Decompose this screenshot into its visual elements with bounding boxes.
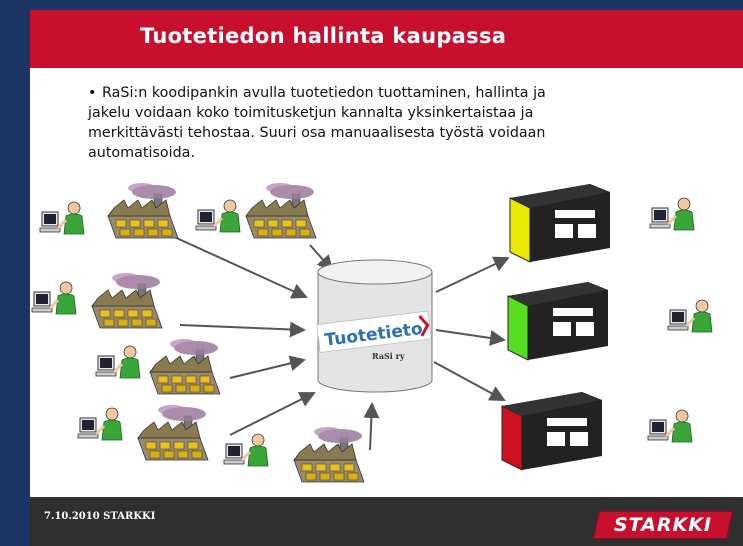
store-red [501, 392, 602, 471]
title-bar: Tuotetiedon hallinta kaupassa [30, 10, 743, 68]
bullet-line-3: merkittävästi tehostaa. Suuri osa manuaa… [88, 125, 546, 141]
bullet-line-1: •RaSi:n koodipankin avulla tuotetiedon t… [88, 85, 546, 101]
arrows-out [433, 256, 510, 401]
database-cylinder: Tuotetieto RaSi ry [316, 259, 433, 393]
arrows-in [169, 234, 380, 451]
slide-title: Tuotetiedon hallinta kaupassa [140, 24, 507, 48]
starkki-logo: STARKKI [593, 511, 733, 539]
footer: 7.10.2010 STARKKI STARKKI [30, 497, 743, 546]
slide: Tuotetiedon hallinta kaupassa •RaSi:n ko… [30, 10, 743, 546]
store-yellow [509, 184, 610, 263]
bullet-line-4: automatisoida. [88, 145, 195, 161]
bullet-dot: • [88, 85, 97, 101]
bullet-text: •RaSi:n koodipankin avulla tuotetiedon t… [88, 83, 708, 163]
bullet-line-2: jakelu voidaan koko toimitusketjun kanna… [88, 105, 534, 121]
store-green [507, 282, 608, 361]
supply-chain-diagram: Tuotetieto RaSi ry [30, 182, 714, 483]
footer-date: 7.10.2010 STARKKI [44, 511, 156, 522]
database-sublabel: RaSi ry [372, 351, 405, 361]
